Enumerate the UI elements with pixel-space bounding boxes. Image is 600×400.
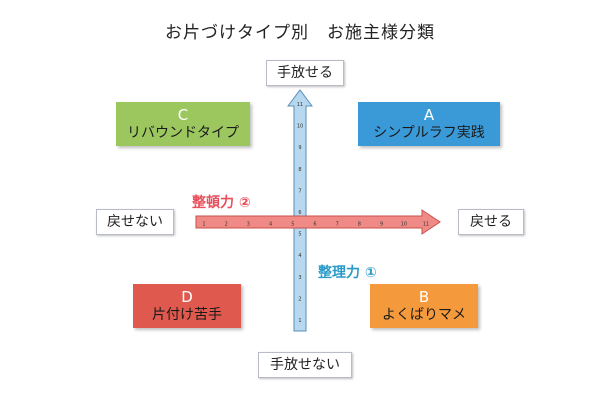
quadrant-a: A シンプルラフ実践 (358, 102, 500, 146)
horizontal-tick-label: 8 (358, 222, 361, 228)
vertical-tick-label: 4 (298, 253, 301, 259)
vertical-tick-label: 11 (297, 102, 303, 108)
horizontal-tick-label: 6 (313, 222, 316, 228)
horizontal-tick-label: 4 (269, 222, 272, 228)
vertical-axis-ticks: 1 2 3 4 5 6 7 8 9 10 11 (297, 102, 303, 324)
quadrant-letter: D (181, 288, 193, 306)
horizontal-tick-label: 7 (336, 222, 339, 228)
vertical-tick-label: 3 (298, 275, 301, 281)
right-label: 戻せる (458, 209, 524, 235)
horizontal-tick-label: 5 (291, 222, 294, 228)
horizontal-tick-label: 1 (202, 222, 205, 228)
vertical-tick-label: 2 (298, 296, 301, 302)
vertical-axis-arrow (287, 89, 313, 332)
quadrant-name: シンプルラフ実践 (373, 125, 485, 141)
vertical-axis-name: 整理力 ① (318, 265, 377, 281)
vertical-tick-label: 7 (298, 188, 301, 194)
horizontal-axis-ticks: 1 2 3 4 5 6 7 8 9 10 11 (202, 222, 429, 228)
quadrant-name: 片付け苦手 (152, 307, 222, 323)
horizontal-tick-label: 9 (380, 222, 383, 228)
left-label: 戻せない (96, 209, 174, 235)
quadrant-letter: C (177, 106, 189, 124)
horizontal-tick-label: 2 (225, 222, 228, 228)
vertical-tick-label: 1 (298, 318, 301, 324)
vertical-tick-label: 10 (297, 124, 303, 130)
quadrant-b: B よくばりマメ (370, 284, 478, 328)
bottom-label: 手放せない (258, 352, 352, 378)
horizontal-tick-label: 10 (401, 222, 407, 228)
quadrant-name: よくばりマメ (382, 307, 466, 323)
page-title: お片づけタイプ別 お施主様分類 (165, 23, 435, 43)
top-label: 手放せる (266, 60, 344, 86)
vertical-tick-label: 8 (298, 167, 301, 173)
vertical-tick-label: 9 (298, 145, 301, 151)
quadrant-name: リバウンドタイプ (127, 125, 239, 141)
vertical-tick-label: 5 (298, 232, 301, 238)
quadrant-letter: B (418, 288, 430, 306)
horizontal-axis-arrow (195, 209, 441, 235)
horizontal-axis-name: 整頓力 ② (192, 195, 251, 211)
quadrant-letter: A (423, 106, 435, 124)
vertical-tick-label: 6 (298, 210, 301, 216)
horizontal-tick-label: 11 (423, 222, 429, 228)
horizontal-tick-label: 3 (247, 222, 250, 228)
quadrant-c: C リバウンドタイプ (116, 102, 250, 146)
quadrant-d: D 片付け苦手 (133, 284, 241, 328)
